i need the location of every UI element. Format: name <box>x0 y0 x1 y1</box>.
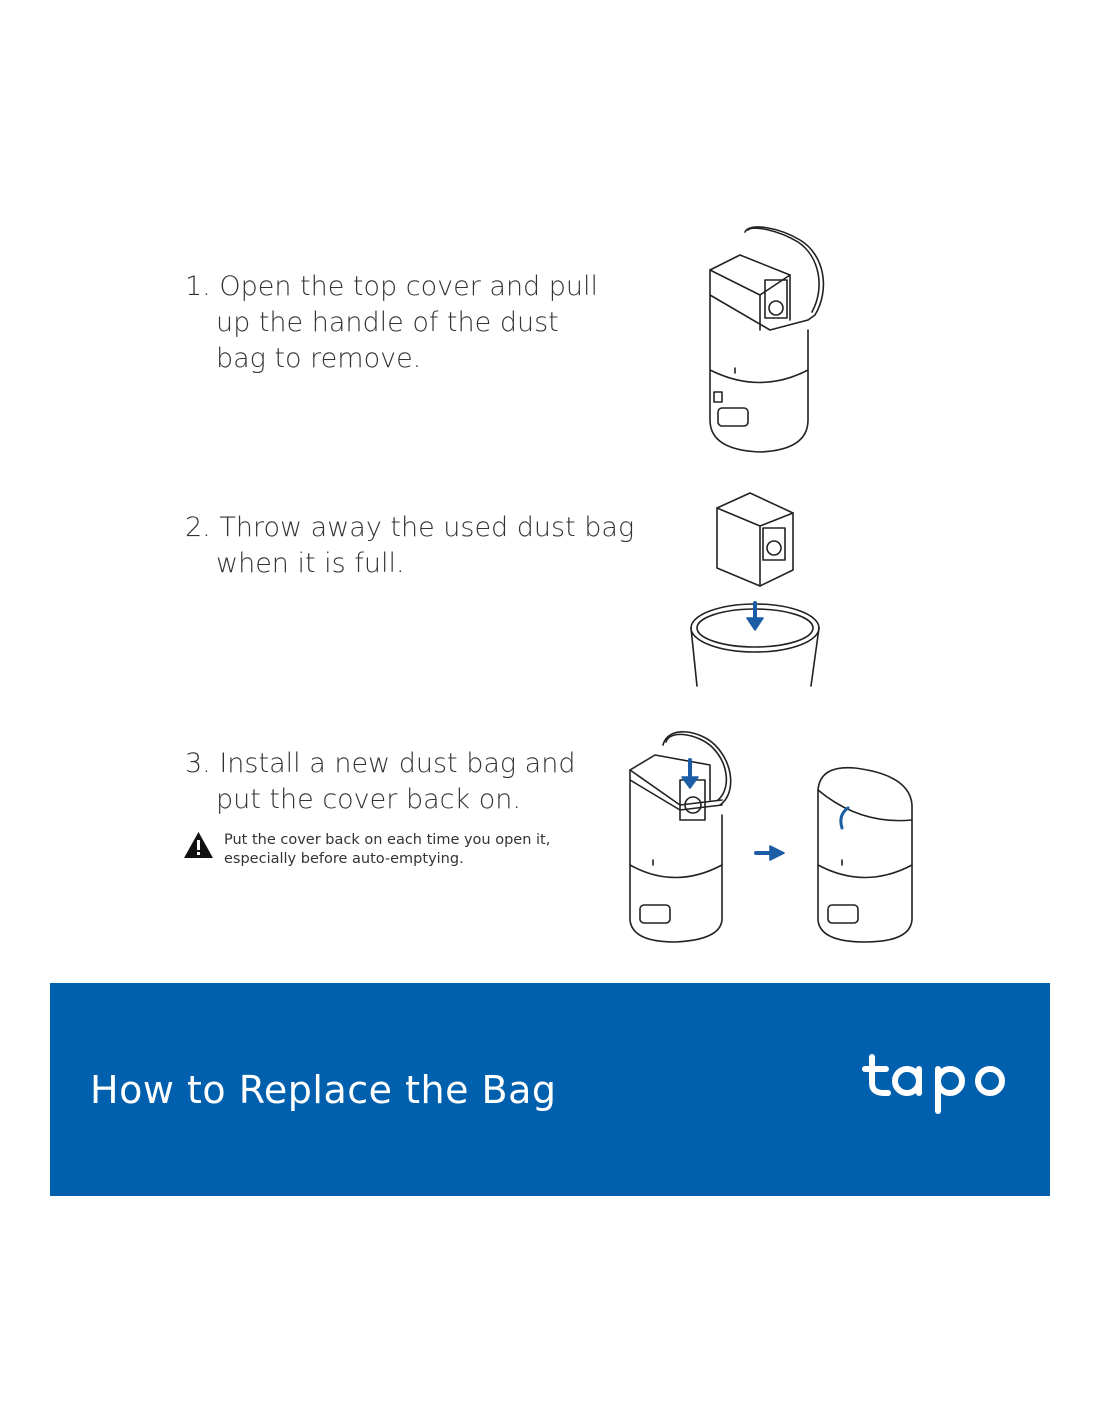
warning-triangle-icon <box>184 832 213 858</box>
dust-bag-bin-illustration <box>690 492 820 687</box>
banner-title: How to Replace the Bag <box>90 1068 557 1112</box>
step-2-line: when it is full. <box>216 548 405 579</box>
step-1-line: up the handle of the dust <box>216 307 559 338</box>
banner: How to Replace the Bag <box>50 983 1050 1196</box>
station-open-lid-illustration <box>709 226 825 453</box>
install-bag-illustration <box>629 731 913 943</box>
step-2-line: 2. Throw away the used dust bag <box>185 512 635 543</box>
step-3-line: 3. Install a new dust bag and <box>185 748 576 779</box>
warning-line: Put the cover back on each time you open… <box>224 832 551 848</box>
step-3-line: put the cover back on. <box>216 784 521 815</box>
step-1-text: 1. Open the top cover and pull up the ha… <box>185 269 598 377</box>
step-1-line: 1. Open the top cover and pull <box>185 271 599 302</box>
warning-line: especially before auto-emptying. <box>224 851 464 867</box>
step-2-text: 2. Throw away the used dust bag when it … <box>185 510 634 582</box>
step-3-text: 3. Install a new dust bag and put the co… <box>185 746 575 818</box>
warning-note: Put the cover back on each time you open… <box>183 831 550 869</box>
step-1-line: bag to remove. <box>216 343 422 374</box>
tapo-logo <box>862 1054 1005 1114</box>
